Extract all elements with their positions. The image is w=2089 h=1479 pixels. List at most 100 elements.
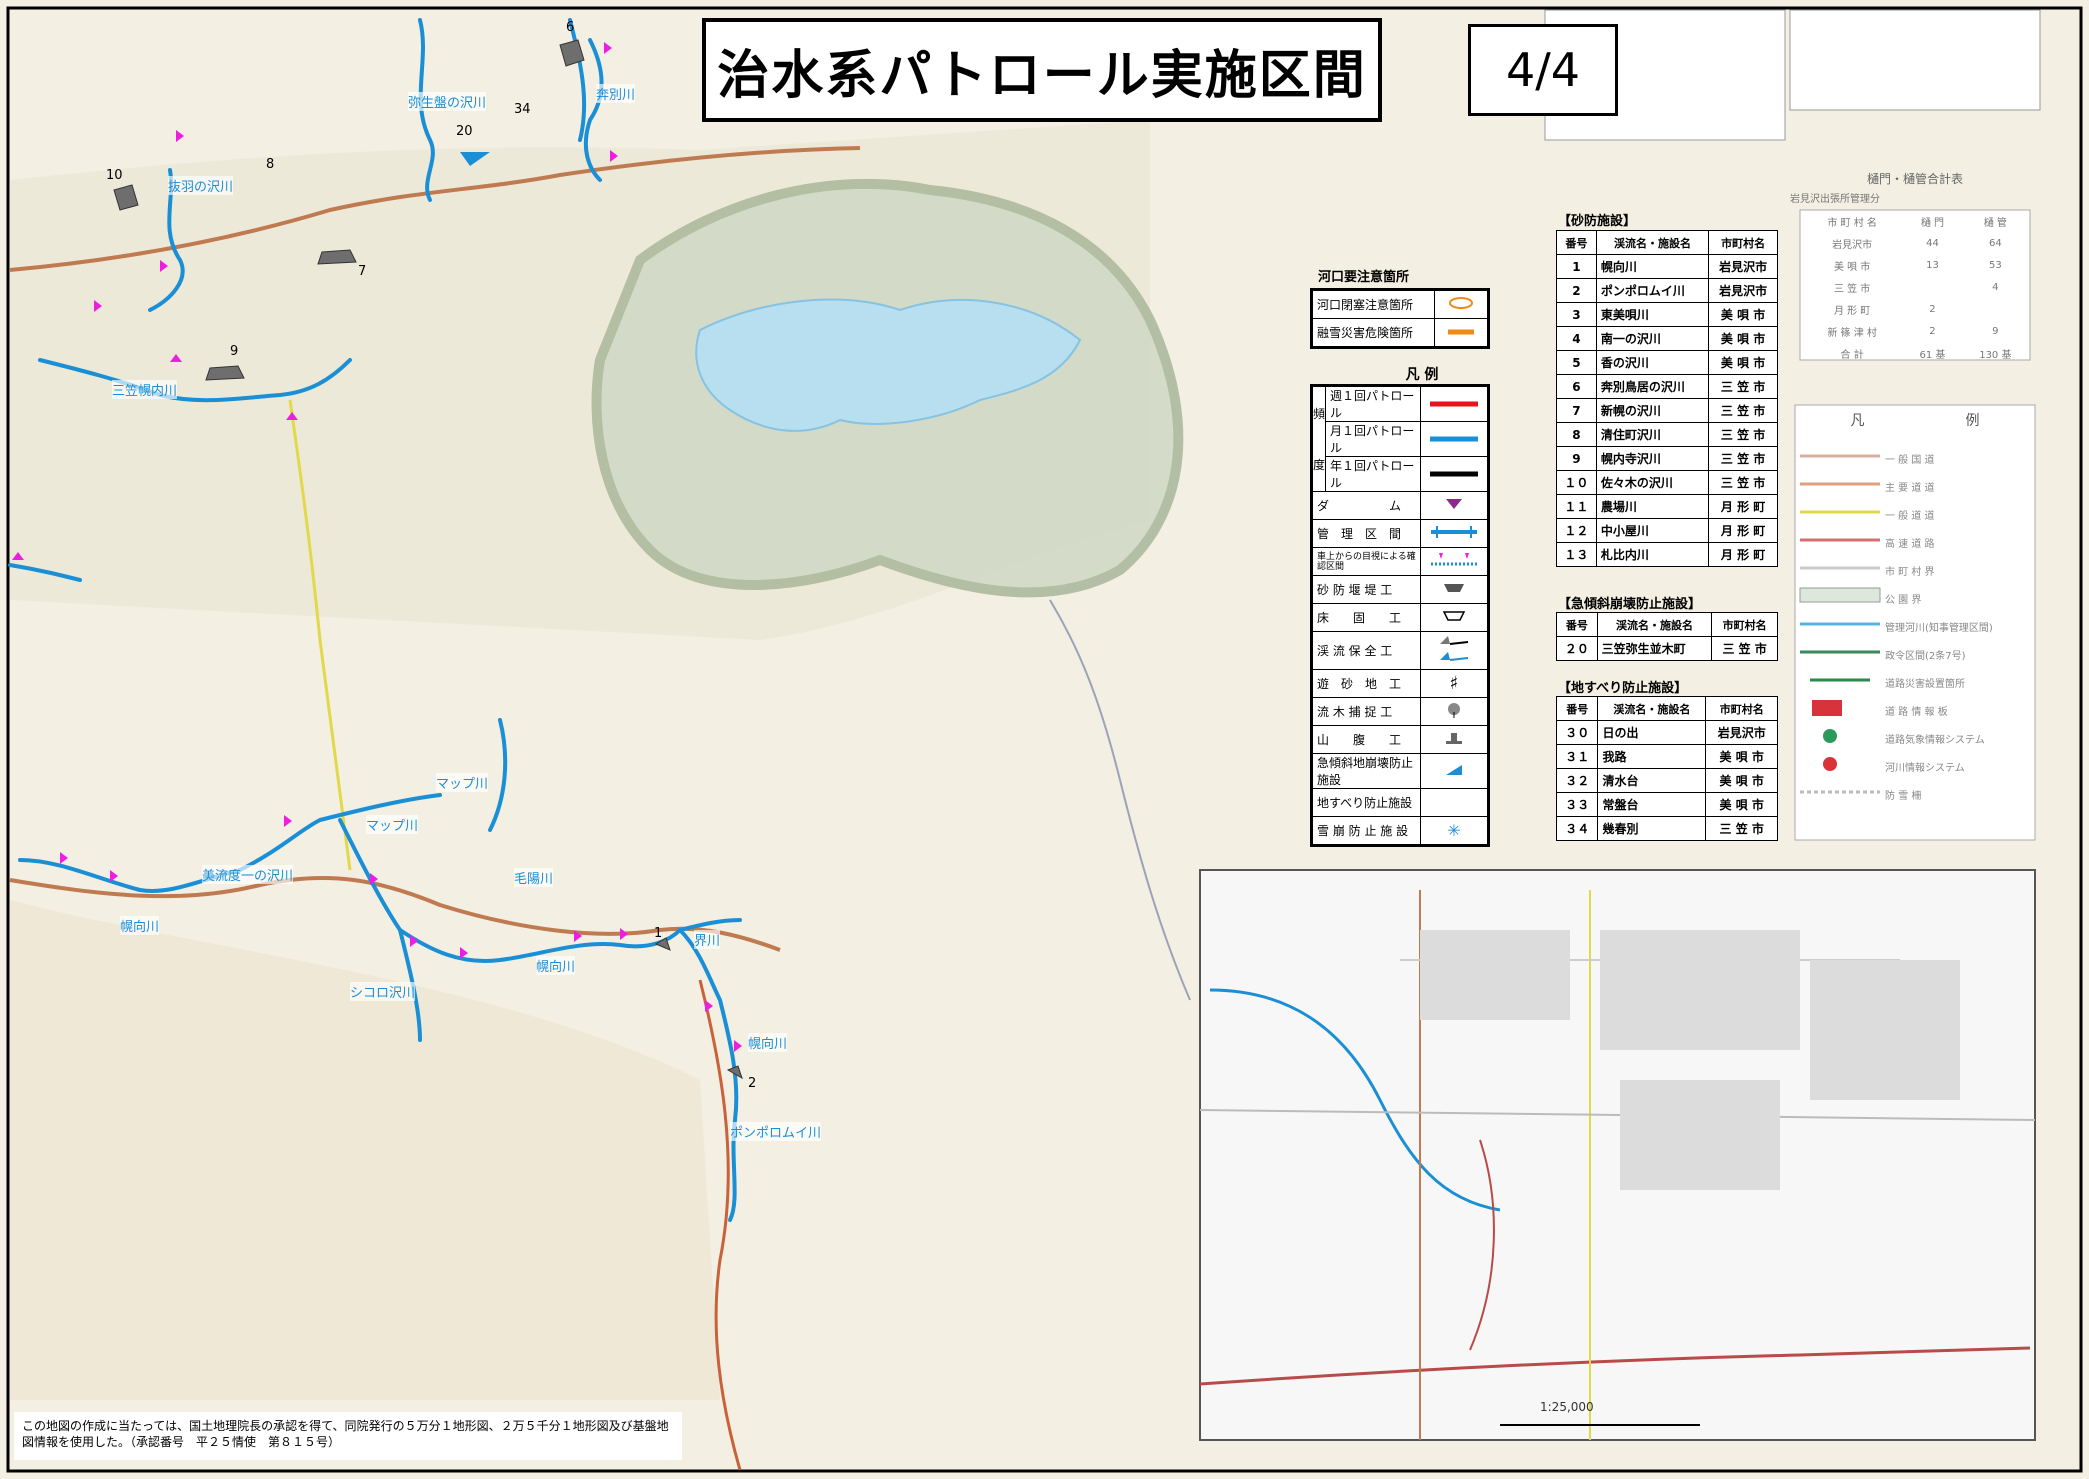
table-cell: １０ [1556, 470, 1597, 495]
river-label: シコロ沢川 [350, 982, 416, 1001]
map-legend-item: 高 速 道 路 [1885, 539, 1935, 550]
river-label: 抜羽の沢川 [168, 176, 234, 195]
table-cell: 2 [1929, 303, 1936, 315]
table-cell: 三 笠 市 [1708, 398, 1778, 423]
sabo-dam-icon [1420, 575, 1488, 604]
facility-number: 8 [266, 157, 275, 172]
legend-label: 週１回パトロール [1325, 386, 1421, 422]
table-cell: 我路 [1597, 744, 1707, 769]
legend-label: 月１回パトロール [1325, 421, 1421, 457]
map-legend-item: 主 要 道 道 [1885, 483, 1935, 494]
orange-line-icon [1434, 318, 1488, 347]
frequency-label: 頻度 [1311, 386, 1327, 492]
table-cell: 2 [1929, 325, 1936, 337]
table-cell: 幌内寺沢川 [1595, 446, 1710, 471]
legend-label: 地すべり防止施設 [1312, 788, 1421, 817]
legend-label: 流 木 捕 捉 工 [1312, 697, 1421, 726]
table-cell: 8 [1556, 422, 1597, 447]
sand-basin-icon: ♯ [1420, 669, 1488, 698]
map-legend-item: 河川情報システム [1885, 763, 1965, 774]
river-label: マップ川 [366, 815, 419, 834]
table-header: 番号 [1556, 230, 1597, 255]
table-cell: 美 唄 市 [1708, 350, 1778, 375]
table-cell: 64 [1988, 237, 2002, 249]
river-label: 毛陽川 [514, 868, 554, 887]
table-cell: 香の沢川 [1595, 350, 1710, 375]
table-cell: 札比内川 [1595, 542, 1710, 567]
table-cell: 岩見沢市 [1705, 720, 1778, 745]
table-cell: 9 [1556, 446, 1597, 471]
table-cell: ３１ [1555, 744, 1599, 769]
table-cell: １２ [1556, 518, 1597, 543]
table-cell: 美 唄 市 [1833, 261, 1871, 273]
estuary-label: 融雪災害危険箇所 [1312, 318, 1435, 347]
map-legend-item: 一 般 道 道 [1885, 511, 1935, 522]
blue-line-icon [1420, 421, 1488, 457]
page-title: 治水系パトロール実施区間 [702, 18, 1382, 122]
table-cell: 1 [1556, 254, 1597, 279]
table-cell: 美 唄 市 [1708, 302, 1778, 327]
facility-number: 7 [358, 264, 367, 279]
table-cell: 三 笠 市 [1708, 374, 1778, 399]
table-header: 市町村名 [1708, 230, 1778, 255]
table-cell: ポンポロムイ川 [1595, 278, 1710, 303]
table-cell: 月 形 町 [1708, 518, 1778, 543]
map-legend-item: 管理河川(知事管理区間) [1885, 623, 1993, 634]
table-header: 番号 [1555, 696, 1599, 721]
table-cell: １３ [1556, 542, 1597, 567]
table-cell: 佐々木の沢川 [1595, 470, 1710, 495]
avalanche-icon: ✳ [1420, 816, 1488, 845]
table-header: 市 町 村 名 [1827, 217, 1877, 229]
legend-label: 渓 流 保 全 工 [1312, 631, 1421, 670]
table-cell: 東美唄川 [1595, 302, 1710, 327]
table-cell: ３２ [1555, 768, 1599, 793]
table-cell: 6 [1556, 374, 1597, 399]
table-cell: 4 [1556, 326, 1597, 351]
legend-label: 年１回パトロール [1325, 456, 1421, 492]
table-cell: 53 [1988, 259, 2002, 271]
table-cell: 61 基 [1919, 349, 1946, 361]
table-cell: 美 唄 市 [1705, 768, 1778, 793]
table-header: 渓流名・施設名 [1596, 612, 1713, 637]
approval-note: この地図の作成に当たっては、国土地理院長の承認を得て、同院発行の５万分１地形図、… [14, 1412, 682, 1460]
legend-label: 山 腹 工 [1312, 725, 1421, 754]
table-header: 渓流名・施設名 [1595, 230, 1710, 255]
legend-label: 管 理 区 間 [1312, 519, 1421, 548]
steep-heading: 【急傾斜崩壊防止施設】 [1558, 597, 1702, 612]
legend-label: 遊 砂 地 工 [1312, 669, 1421, 698]
map-legend-list: 一 般 国 道主 要 道 道一 般 道 道高 速 道 路市 町 村 界公 園 界… [1885, 447, 2030, 811]
table-cell: 月 形 町 [1708, 542, 1778, 567]
legend-label: 床 固 工 [1312, 603, 1421, 632]
table-cell: 美 唄 市 [1705, 744, 1778, 769]
table-cell: 日の出 [1597, 720, 1707, 745]
table-cell: 月 形 町 [1833, 305, 1871, 317]
table-cell: ３３ [1555, 792, 1599, 817]
river-label: 美流度一の沢川 [202, 865, 294, 884]
table-cell: 13 [1926, 259, 1939, 271]
table-cell: 農場川 [1595, 494, 1710, 519]
table-cell: 幌向川 [1595, 254, 1710, 279]
facility-number: 10 [106, 168, 123, 183]
table-cell: 清住町沢川 [1595, 422, 1710, 447]
facility-number: 6 [566, 20, 575, 35]
river-label: 幌向川 [536, 956, 576, 975]
table-cell: 新幌の沢川 [1595, 398, 1710, 423]
facility-number: 20 [456, 124, 473, 139]
management-section-icon [1420, 519, 1488, 548]
